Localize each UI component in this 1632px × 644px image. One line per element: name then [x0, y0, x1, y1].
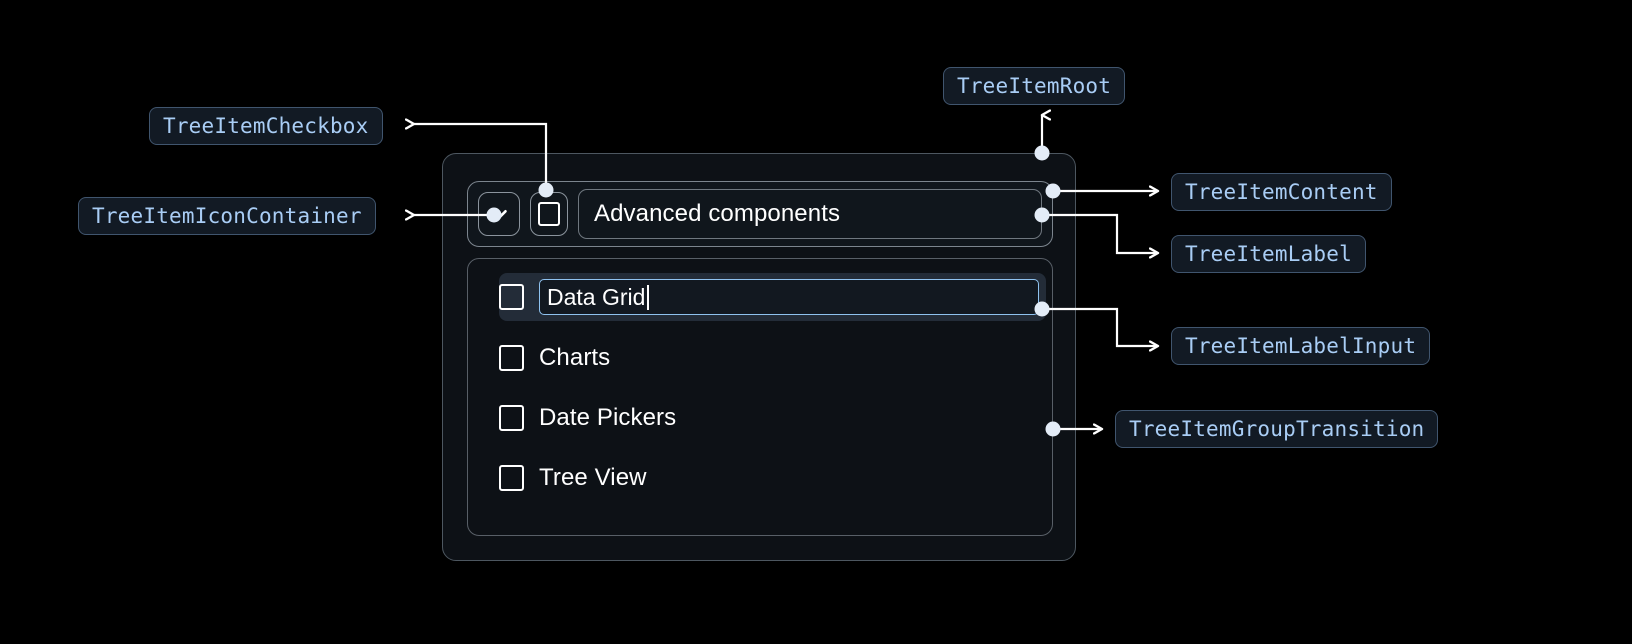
checkbox-unchecked-icon[interactable]: [499, 405, 524, 431]
tree-item-icon-container[interactable]: [478, 192, 520, 236]
tree-item-label: Tree View: [539, 464, 647, 491]
tree-item-child-row[interactable]: Data Grid: [499, 273, 1046, 321]
tree-item-label-text: Advanced components: [594, 200, 841, 227]
tree-item-label: Charts: [539, 344, 611, 371]
tree-item-group-transition: Data Grid Charts Date Pickers Tree View: [467, 258, 1053, 536]
annotation-badge-tree-item-checkbox: TreeItemCheckbox: [149, 107, 383, 145]
text-caret: [647, 284, 650, 310]
annotation-label: TreeItemIconContainer: [92, 203, 362, 228]
annotation-badge-tree-item-label: TreeItemLabel: [1171, 235, 1366, 273]
tree-item-child-row[interactable]: Charts: [468, 335, 1052, 381]
annotation-label: TreeItemGroupTransition: [1129, 416, 1425, 441]
tree-item-label-input-value: Data Grid: [547, 283, 646, 310]
annotation-label: TreeItemContent: [1185, 179, 1378, 204]
chevron-down-icon: [486, 201, 512, 227]
tree-item-checkbox[interactable]: [530, 192, 568, 236]
tree-item-child-row[interactable]: Date Pickers: [468, 395, 1052, 441]
tree-item-root[interactable]: Advanced components Data Grid Charts Dat…: [442, 153, 1076, 561]
annotation-label: TreeItemLabelInput: [1185, 333, 1417, 358]
checkbox-unchecked-icon[interactable]: [499, 284, 524, 310]
checkbox-unchecked-icon[interactable]: [499, 345, 524, 371]
checkbox-unchecked-icon: [538, 202, 560, 226]
annotation-label: TreeItemLabel: [1185, 241, 1352, 266]
annotation-badge-tree-item-icon-container: TreeItemIconContainer: [78, 197, 376, 235]
checkbox-unchecked-icon[interactable]: [499, 465, 524, 491]
tree-item-label: Date Pickers: [539, 404, 677, 431]
tree-item-content[interactable]: Advanced components: [467, 181, 1053, 247]
annotation-badge-tree-item-label-input: TreeItemLabelInput: [1171, 327, 1431, 365]
annotation-badge-tree-item-content: TreeItemContent: [1171, 173, 1392, 211]
annotation-badge-tree-item-root: TreeItemRoot: [943, 67, 1126, 105]
tree-item-label-input[interactable]: Data Grid: [539, 279, 1039, 315]
tree-item-child-row[interactable]: Tree View: [468, 455, 1052, 501]
tree-item-label[interactable]: Advanced components: [578, 189, 1042, 239]
annotation-label: TreeItemRoot: [957, 73, 1112, 98]
annotation-badge-tree-item-group-transition: TreeItemGroupTransition: [1115, 410, 1439, 448]
annotation-label: TreeItemCheckbox: [163, 113, 369, 138]
